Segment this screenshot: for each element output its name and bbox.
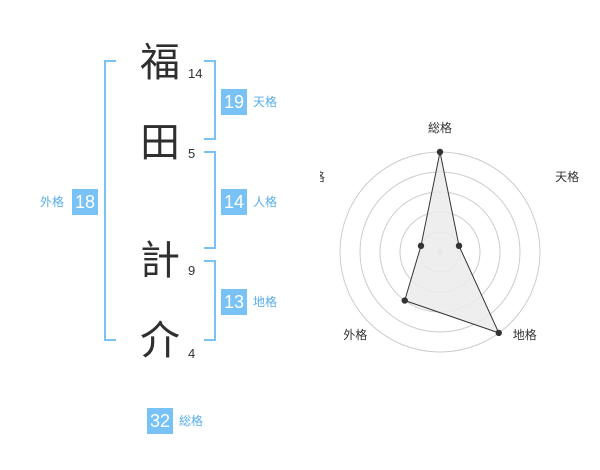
name-char-1: 福	[140, 40, 180, 86]
tenkaku-bracket	[204, 60, 216, 140]
radar-axis-label: 天格	[555, 169, 579, 184]
radar-point-4	[401, 297, 408, 304]
gaikaku-label: 外格	[40, 195, 65, 209]
radar-axis-label: 外格	[343, 327, 367, 342]
stroke-count-2: 5	[188, 146, 196, 161]
soukaku-label: 総格	[179, 414, 204, 428]
radar-axis-label: 地格	[513, 327, 537, 342]
radar-point-2	[455, 242, 463, 250]
radar-point-1	[436, 148, 444, 156]
stroke-count-1: 14	[188, 66, 203, 81]
jinkaku-bracket	[204, 151, 216, 249]
stroke-count-4: 4	[188, 346, 196, 361]
jinkaku-label: 人格	[253, 195, 278, 209]
tenkaku-score-badge: 19	[221, 89, 248, 115]
chikaku-label: 地格	[253, 295, 278, 309]
tenkaku-label: 天格	[253, 95, 278, 109]
stroke-count-3: 9	[188, 263, 196, 278]
chikaku-bracket	[204, 260, 216, 341]
name-char-4: 介	[140, 318, 180, 364]
radar-point-5	[417, 242, 425, 250]
radar-point-3	[495, 329, 502, 337]
soukaku-score-badge: 32	[147, 408, 174, 434]
radar-axis-label: 総格	[428, 120, 452, 135]
radar-data-polygon	[404, 151, 500, 334]
jinkaku-score-badge: 14	[221, 189, 248, 215]
gaikaku-bracket	[104, 60, 116, 341]
radar-axis-label: 人格	[320, 169, 325, 184]
gaikaku-score-badge: 18	[72, 189, 99, 215]
chikaku-score-badge: 13	[221, 289, 248, 315]
name-char-2: 田	[140, 120, 180, 166]
name-char-3: 計	[140, 238, 180, 284]
